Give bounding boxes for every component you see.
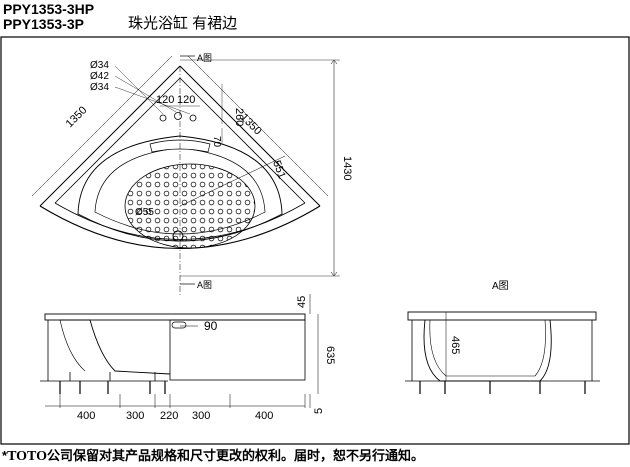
model-number-p: PPY1353-3P — [3, 16, 84, 32]
dim-635: 635 — [324, 346, 336, 364]
footer-star: * — [2, 448, 8, 463]
dim-5: 5 — [313, 408, 325, 414]
plan-dia-2: Ø42 — [90, 71, 109, 82]
product-title: 珠光浴缸 有裙边 — [128, 15, 238, 32]
section-marker-top: A图 — [197, 53, 212, 63]
side-view-title: A图 — [492, 280, 509, 292]
dim-90: 90 — [204, 319, 218, 333]
dim-1430: 1430 — [341, 156, 353, 180]
plan-dia-1: Ø34 — [90, 60, 109, 71]
footer-notice: *TOTO公司保留对其产品规格和尺寸更改的权利。届时，恕不另行通知。 — [2, 448, 424, 465]
dim-465: 465 — [449, 336, 461, 354]
dim-551: 551 — [270, 159, 288, 180]
front-view — [40, 294, 319, 408]
front-dim-1: 400 — [77, 410, 95, 422]
model-number-hp: PPY1353-3HP — [3, 1, 95, 17]
front-dim-4: 300 — [192, 410, 210, 422]
front-dim-5: 400 — [255, 410, 273, 422]
dim-45: 45 — [296, 296, 308, 308]
toto-brand: TOTO — [7, 449, 48, 464]
side-view — [405, 311, 600, 394]
dim-120-right: 120 — [177, 94, 195, 106]
dim-120-left: 120 — [156, 94, 174, 106]
dim-260: 260 — [233, 108, 245, 126]
footer-text: 公司保留对其产品规格和尺寸更改的权利。届时，恕不另行通知。 — [47, 448, 425, 463]
plan-dia-3: Ø34 — [90, 82, 109, 93]
section-marker-bottom: A图 — [197, 280, 212, 290]
front-dim-2: 300 — [126, 410, 144, 422]
drain-diameter: Ø55 — [135, 207, 154, 218]
plan-view — [31, 55, 340, 296]
front-dim-3: 220 — [160, 410, 178, 422]
drawing-frame: Ø34 Ø42 Ø34 A图 A图 120 120 260 70 1350 13… — [0, 36, 630, 445]
dim-70: 70 — [211, 136, 222, 148]
dim-1350-left: 1350 — [64, 104, 90, 130]
